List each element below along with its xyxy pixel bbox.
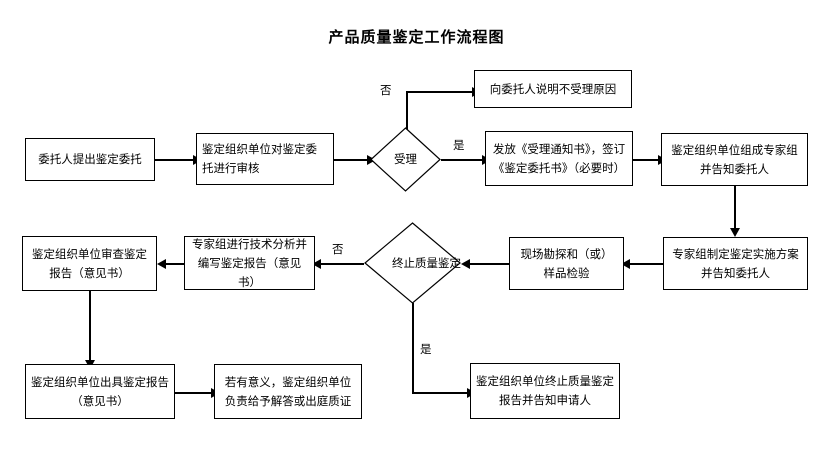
node-entrust-request[interactable]: 委托人提出鉴定委托 <box>25 138 155 181</box>
node-label: 向委托人说明不受理原因 <box>489 81 617 96</box>
node-label: 终止质量鉴定 <box>392 255 461 270</box>
edge-n9-to-n10 <box>89 291 91 363</box>
node-issue-report[interactable]: 鉴定组织单位出具鉴定报告（意见书） <box>25 364 175 419</box>
node-accept-decision[interactable]: 受理 <box>370 127 441 192</box>
edge-d2-yes-horizontal <box>412 392 470 394</box>
edge-n5-to-n6 <box>734 186 736 231</box>
edge-label-d1-yes: 是 <box>452 137 466 153</box>
node-issue-acceptance-notice[interactable]: 发放《受理通知书》，签订《鉴定委托书》（必要时） <box>485 131 633 186</box>
node-review-entrustment[interactable]: 鉴定组织单位对鉴定委托进行审核 <box>196 133 334 185</box>
edge-d2-no-to-n8 <box>315 263 364 265</box>
edge-n1-to-n2 <box>155 159 196 161</box>
node-label: 专家组制定鉴定实施方案并告知委托人 <box>672 246 799 280</box>
node-explain-rejection[interactable]: 向委托人说明不受理原因 <box>474 70 632 108</box>
node-review-report[interactable]: 鉴定组织单位审查鉴定报告（意见书） <box>22 236 157 291</box>
node-form-expert-group[interactable]: 鉴定组织单位组成专家组并告知委托人 <box>661 133 808 186</box>
node-terminate-decision[interactable]: 终止质量鉴定 <box>364 222 461 304</box>
diamond-shape <box>370 127 441 192</box>
arrow-n5-to-n6 <box>730 228 740 237</box>
node-label: 鉴定组织单位终止质量鉴定报告并告知申请人 <box>476 374 614 407</box>
arrow-d2-no-to-n8 <box>312 258 321 269</box>
node-label: 鉴定组织单位对鉴定委托进行审核 <box>202 142 317 175</box>
node-label: 现场勘探和（或）样品检验 <box>520 246 613 280</box>
edge-label-d1-no: 否 <box>379 82 393 98</box>
diamond-shape <box>364 222 461 304</box>
node-label: 鉴定组织单位出具鉴定报告（意见书） <box>31 374 169 408</box>
arrow-n7-to-d2 <box>461 258 470 269</box>
edge-label-d2-yes: 是 <box>419 341 433 357</box>
node-technical-analysis-report[interactable]: 专家组进行技术分析并编写鉴定报告（意见书） <box>184 236 315 290</box>
node-terminate-report[interactable]: 鉴定组织单位终止质量鉴定报告并告知申请人 <box>470 363 620 419</box>
node-answer-or-testify[interactable]: 若有意义，鉴定组织单位负责给予解答或出庭质证 <box>214 364 362 419</box>
node-expert-plan[interactable]: 专家组制定鉴定实施方案并告知委托人 <box>663 237 808 290</box>
edge-d1-no-vertical <box>406 91 408 134</box>
edge-n10-to-n11 <box>175 392 214 394</box>
node-label: 专家组进行技术分析并编写鉴定报告（意见书） <box>192 236 307 289</box>
edge-label-d2-no: 否 <box>331 241 345 257</box>
page-title: 产品质量鉴定工作流程图 <box>328 28 505 46</box>
arrow-n8-to-n9 <box>157 258 166 269</box>
edge-n2-to-d1 <box>334 159 370 161</box>
node-label: 鉴定组织单位审查鉴定报告（意见书） <box>32 246 147 280</box>
node-label: 若有意义，鉴定组织单位负责给予解答或出庭质证 <box>224 374 352 408</box>
edge-n6-to-n7 <box>624 263 663 265</box>
arrow-n6-to-n7 <box>621 258 630 269</box>
edge-n4-to-n5 <box>633 159 661 161</box>
edge-d1-no-horizontal <box>406 91 474 93</box>
node-label: 受理 <box>394 152 417 166</box>
node-label: 鉴定组织单位组成专家组并告知委托人 <box>671 142 798 176</box>
node-label: 发放《受理通知书》，签订《鉴定委托书》（必要时） <box>492 141 626 175</box>
node-label: 委托人提出鉴定委托 <box>38 152 142 166</box>
edge-d2-yes-vertical <box>412 303 414 392</box>
node-site-survey-sampling[interactable]: 现场勘探和（或）样品检验 <box>509 237 624 290</box>
edge-n8-to-n9 <box>160 263 184 265</box>
edge-n7-to-d2 <box>464 263 509 265</box>
edge-d1-yes-to-n4 <box>441 159 485 161</box>
